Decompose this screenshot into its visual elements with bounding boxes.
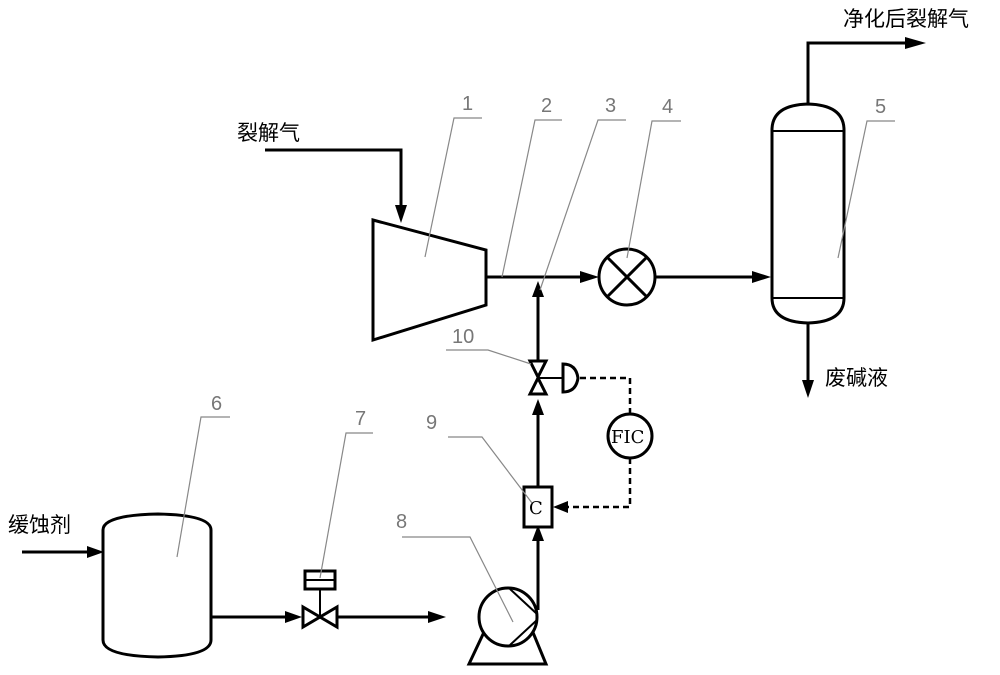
fic-tag: FIC bbox=[611, 427, 644, 448]
leader-7: 7 bbox=[320, 408, 373, 578]
leader-10: 10 bbox=[446, 326, 531, 364]
actuator-icon bbox=[563, 364, 578, 392]
leader-9: 9 bbox=[426, 412, 532, 503]
arrow-right-icon bbox=[87, 546, 104, 558]
cracked-gas-label: 裂解气 bbox=[237, 121, 300, 145]
arrow-right-icon bbox=[285, 611, 302, 623]
signal-line-valve bbox=[580, 378, 630, 414]
arrow-right-icon bbox=[428, 611, 446, 623]
leader-1: 1 bbox=[425, 93, 482, 257]
control-valve[interactable] bbox=[530, 361, 578, 394]
number-10: 10 bbox=[452, 326, 474, 348]
number-3: 3 bbox=[605, 95, 616, 117]
arrow-right-icon bbox=[580, 271, 599, 283]
signal-line-converter bbox=[566, 458, 630, 507]
number-5: 5 bbox=[875, 96, 886, 118]
leader-4: 4 bbox=[627, 96, 681, 258]
arrow-left-icon bbox=[553, 501, 568, 513]
pump bbox=[469, 588, 546, 664]
leader-2: 2 bbox=[502, 95, 562, 277]
number-4: 4 bbox=[662, 96, 673, 118]
arrow-up-icon bbox=[532, 399, 544, 415]
number-9: 9 bbox=[426, 412, 437, 434]
arrow-down-icon bbox=[395, 205, 407, 223]
number-8: 8 bbox=[396, 511, 407, 533]
manual-valve[interactable] bbox=[303, 571, 337, 627]
inhibitor-tank bbox=[103, 514, 211, 657]
cracked-gas-inlet-pipe bbox=[265, 150, 401, 212]
number-7: 7 bbox=[355, 408, 366, 430]
arrow-right-icon bbox=[752, 271, 771, 283]
waste-caustic-label: 废碱液 bbox=[825, 366, 888, 390]
flow-controller[interactable]: FIC bbox=[608, 414, 652, 458]
number-6: 6 bbox=[211, 393, 222, 415]
leader-5: 5 bbox=[838, 96, 895, 258]
purified-gas-outlet-pipe bbox=[808, 43, 910, 104]
number-2: 2 bbox=[541, 95, 552, 117]
number-1: 1 bbox=[462, 93, 473, 115]
purified-gas-label: 净化后裂解气 bbox=[843, 7, 969, 31]
arrow-right-icon bbox=[905, 37, 926, 49]
caustic-tower bbox=[772, 104, 844, 323]
inhibitor-label: 缓蚀剂 bbox=[8, 513, 71, 537]
arrow-down-icon bbox=[802, 380, 814, 398]
converter: C bbox=[524, 487, 552, 527]
